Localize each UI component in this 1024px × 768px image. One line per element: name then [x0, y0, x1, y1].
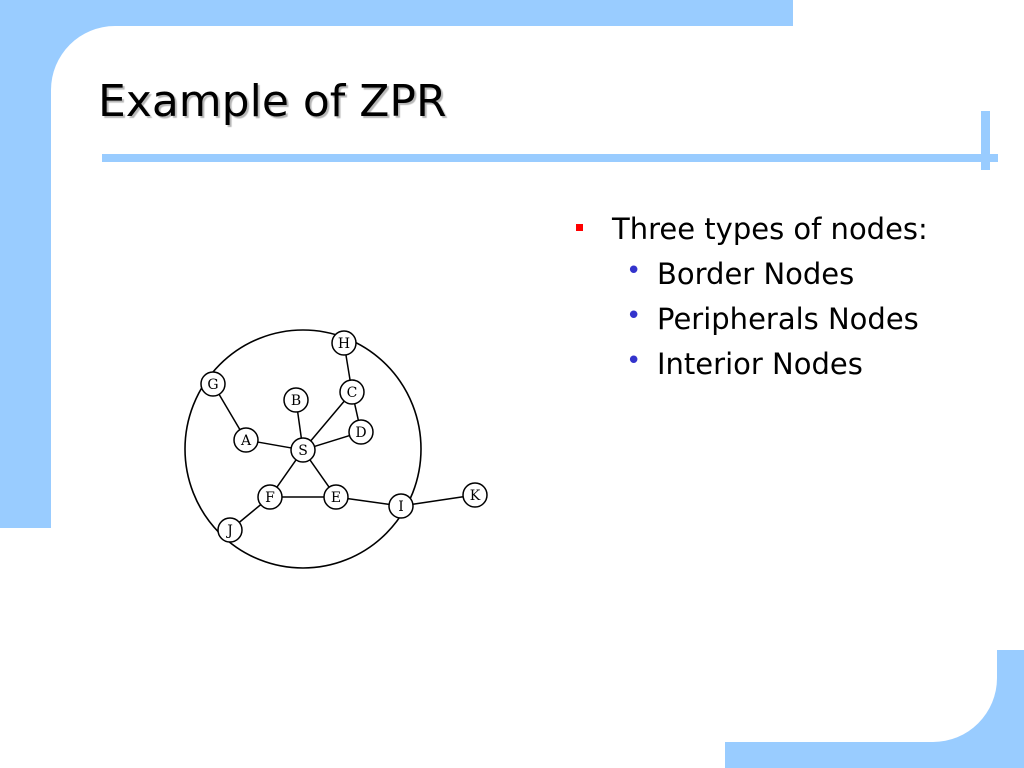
edge-i-k: [412, 496, 464, 505]
slide-title: Example of ZPR: [98, 76, 447, 127]
node-circle: [388, 493, 414, 519]
node-label: S: [298, 443, 308, 459]
bullet-list: Three types of nodes: • Border Nodes • P…: [576, 210, 1016, 390]
node-circle: [323, 484, 349, 510]
edge-s-c: [310, 400, 345, 442]
node-f: F: [257, 484, 283, 510]
sub-bullet-item-border-nodes: • Border Nodes: [576, 255, 1016, 300]
sub-bullet-text: Border Nodes: [657, 257, 855, 291]
node-label: H: [338, 336, 350, 352]
sub-bullet-text: Interior Nodes: [657, 347, 863, 381]
node-circle: [257, 484, 283, 510]
edge-s-e: [309, 459, 330, 488]
node-circle: [462, 482, 488, 508]
title-underline-tick: [981, 111, 990, 170]
node-label: G: [207, 377, 218, 393]
node-b: B: [283, 387, 309, 413]
dot-bullet-icon: •: [626, 256, 642, 286]
node-c: C: [339, 379, 365, 405]
node-circle: [339, 379, 365, 405]
node-circle: [348, 419, 374, 445]
sub-bullet-text: Peripherals Nodes: [657, 302, 919, 336]
node-label: C: [347, 385, 358, 401]
node-circle: [283, 387, 309, 413]
node-label: K: [470, 488, 481, 504]
edge-b-s: [296, 411, 303, 439]
dot-bullet-icon: •: [626, 346, 642, 376]
node-k: K: [462, 482, 488, 508]
node-circle: [233, 427, 259, 453]
node-circle: [217, 517, 243, 543]
node-circle: [200, 371, 226, 397]
node-circle: [290, 437, 316, 463]
node-h: H: [331, 330, 357, 356]
edge-g-a: [218, 393, 241, 431]
sub-bullet-item-peripheral-nodes: • Peripherals Nodes: [576, 300, 1016, 345]
node-label: J: [225, 523, 233, 539]
bullet-item-node-types: Three types of nodes:: [576, 210, 1016, 255]
edge-f-j: [238, 504, 262, 523]
dot-bullet-icon: •: [626, 301, 642, 331]
title-underline: [102, 154, 998, 162]
edge-c-d: [353, 403, 360, 421]
square-bullet-icon: [576, 224, 583, 231]
node-label: A: [240, 433, 252, 449]
node-label: F: [265, 490, 275, 506]
node-s: S: [290, 437, 316, 463]
node-label: B: [291, 393, 301, 409]
edge-s-f: [276, 459, 297, 488]
edges-layer: [218, 354, 464, 523]
node-i: I: [388, 493, 414, 519]
node-a: A: [233, 427, 259, 453]
edge-s-d: [314, 434, 350, 448]
node-label: E: [331, 490, 341, 506]
node-label: I: [398, 499, 404, 515]
node-d: D: [348, 419, 374, 445]
edge-e-i: [347, 497, 390, 506]
node-label: D: [355, 425, 366, 441]
node-g: G: [200, 371, 226, 397]
nodes-layer: G A B S H C D F E J I K: [200, 330, 488, 543]
node-e: E: [323, 484, 349, 510]
node-j: J: [217, 517, 243, 543]
zone-boundary-circle: [184, 329, 422, 569]
node-circle: [331, 330, 357, 356]
edge-a-s: [257, 441, 292, 449]
bullet-text: Three types of nodes:: [612, 212, 928, 246]
edge-h-c: [345, 354, 351, 381]
sub-bullet-item-interior-nodes: • Interior Nodes: [576, 345, 1016, 390]
